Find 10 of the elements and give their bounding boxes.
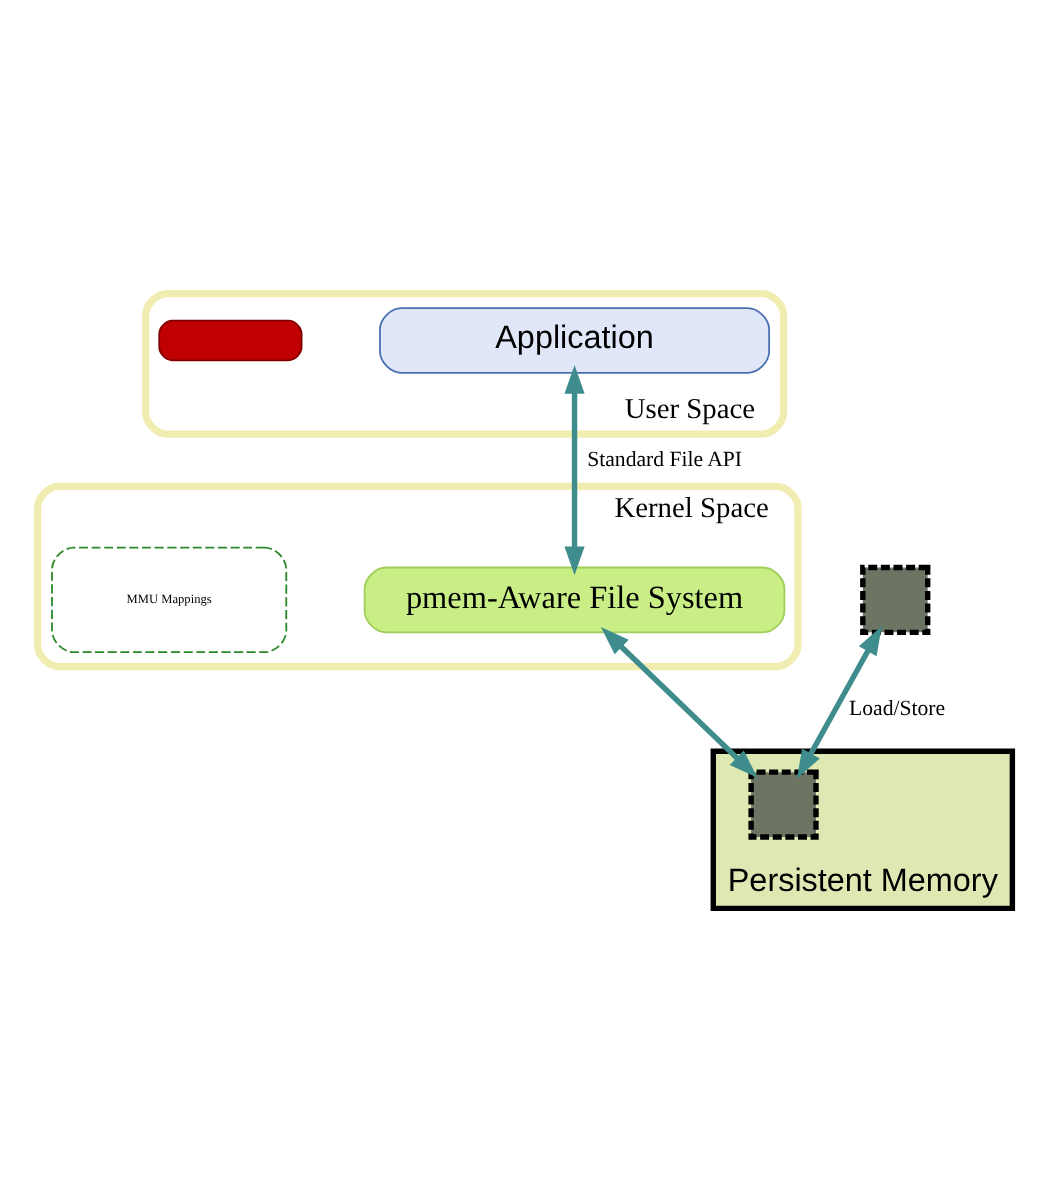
node-box: pmem-Aware File System [363,565,786,633]
node-box [158,318,303,361]
edge-label: Standard File API [587,446,743,471]
node-box [748,768,819,839]
arrow [564,363,585,575]
node-box [860,563,931,635]
node-box: Application [379,306,771,373]
edge-label: Load/Store [849,695,946,720]
arrow [600,626,758,777]
arrow [796,625,882,778]
